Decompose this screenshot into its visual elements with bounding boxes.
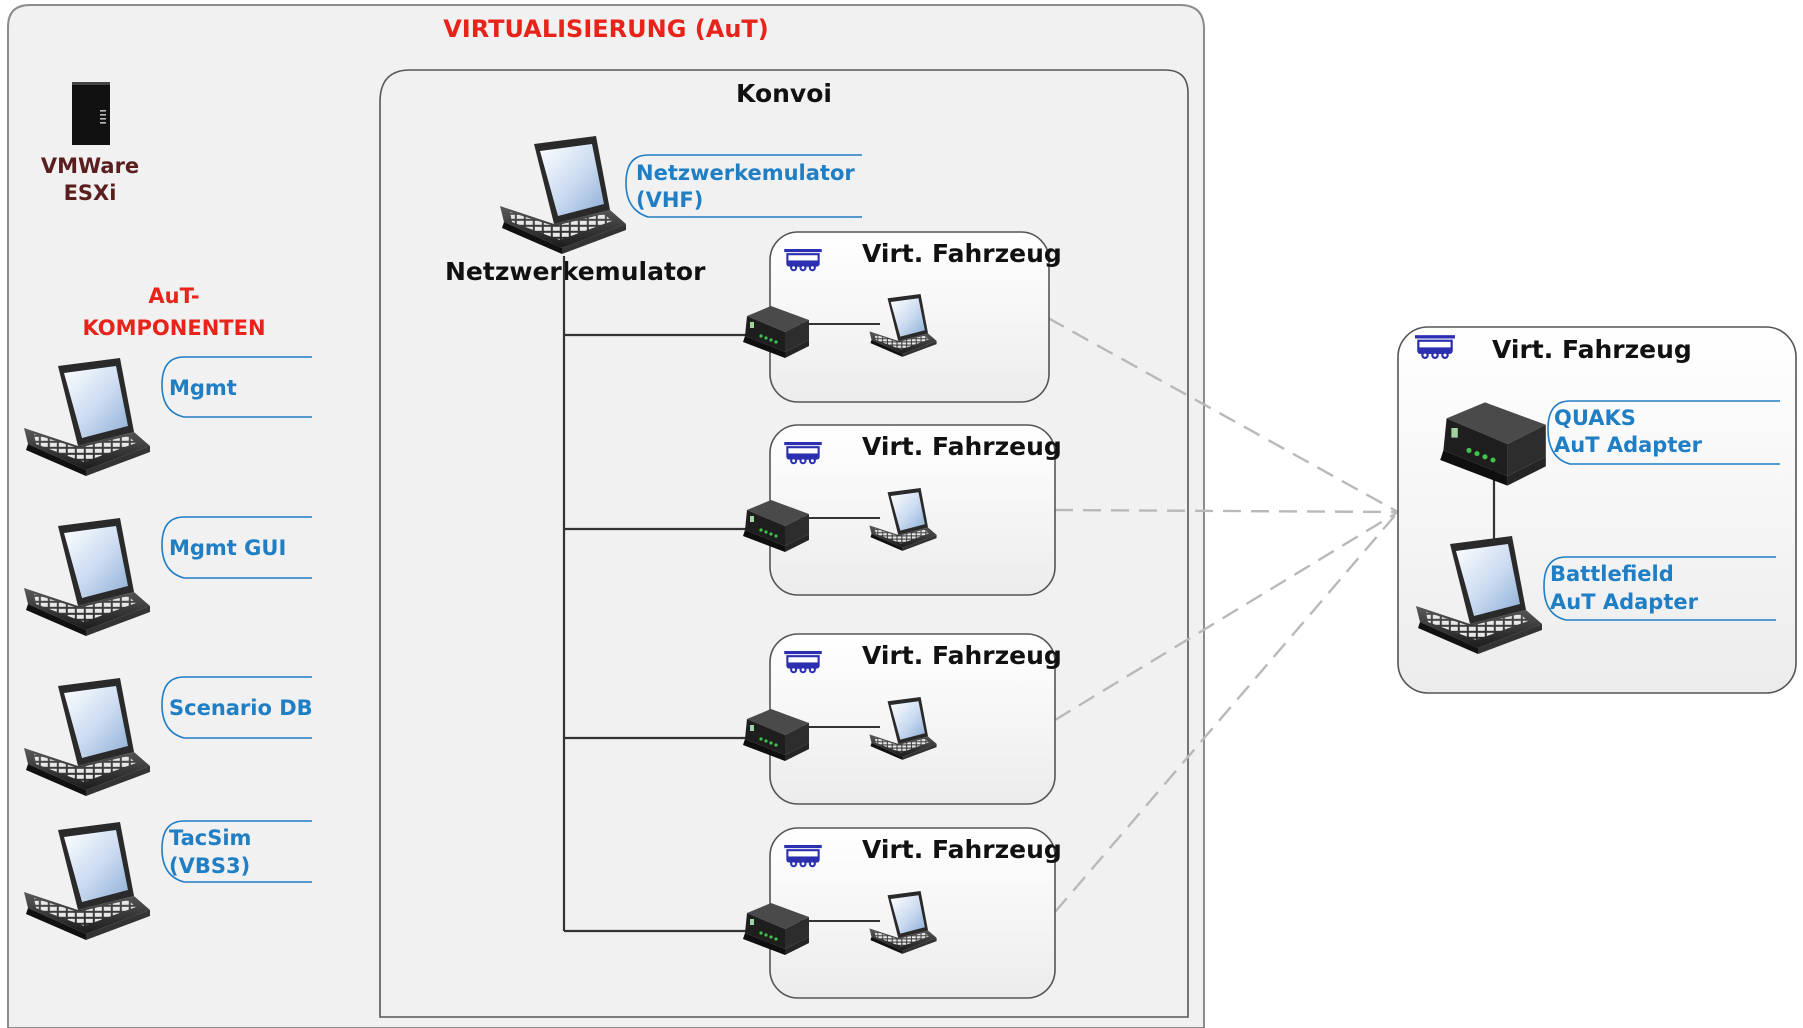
emulator-label: Netzwerkemulator: [445, 257, 706, 286]
external-virtual-vehicle: Virt. Fahrzeug QUAKS AuT Adapter Battlef…: [1397, 326, 1797, 694]
aut-component-mgmt-gui: Mgmt GUI: [24, 516, 312, 636]
vehicle-title: Virt. Fahrzeug: [862, 641, 1062, 670]
aut-component-scenario-db: Scenario DB: [24, 676, 313, 796]
aut-component-label: Mgmt: [169, 376, 237, 400]
virtualization-title: VIRTUALISIERUNG (AuT): [443, 15, 769, 43]
dashed-links: [1047, 316, 1399, 913]
virtual-vehicle-2: Virt. Fahrzeug: [743, 424, 1062, 596]
emulator-network-lines: [562, 256, 750, 933]
aut-component-tacsim: TacSim (VBS3): [24, 820, 312, 940]
vehicle-title: Virt. Fahrzeug: [862, 239, 1062, 268]
emulator-callout-line2: (VHF): [636, 188, 703, 212]
adapter1-line2: AuT Adapter: [1554, 433, 1703, 457]
emulator-callout-line1: Netzwerkemulator: [636, 161, 855, 185]
aut-component-label: Mgmt GUI: [169, 536, 286, 560]
aut-components-heading-line2: KOMPONENTEN: [82, 316, 265, 340]
virtual-vehicle-3: Virt. Fahrzeug: [743, 633, 1062, 805]
adapter2-line2: AuT Adapter: [1550, 590, 1699, 614]
konvoi-title: Konvoi: [736, 79, 832, 108]
external-vehicle-title: Virt. Fahrzeug: [1492, 335, 1692, 364]
virtual-vehicle-1: Virt. Fahrzeug: [743, 231, 1062, 403]
vehicle-title: Virt. Fahrzeug: [862, 835, 1062, 864]
esxi-label-line2: ESXi: [64, 181, 117, 205]
aut-component-label: TacSim: [169, 826, 251, 850]
esxi-server-icon: [72, 82, 110, 145]
aut-component-mgmt: Mgmt: [24, 356, 312, 476]
aut-component-label: Scenario DB: [169, 696, 313, 720]
vehicle-title: Virt. Fahrzeug: [862, 432, 1062, 461]
virtual-vehicle-4: Virt. Fahrzeug: [743, 827, 1062, 999]
esxi-label-line1: VMWare: [41, 154, 139, 178]
aut-component-label-line2: (VBS3): [169, 854, 250, 878]
adapter1-line1: QUAKS: [1554, 406, 1636, 430]
aut-components-heading-line1: AuT-: [148, 284, 199, 308]
network-emulator: Netzwerkemulator (VHF) Netzwerkemulator: [445, 136, 862, 286]
adapter2-line1: Battlefield: [1550, 562, 1674, 586]
